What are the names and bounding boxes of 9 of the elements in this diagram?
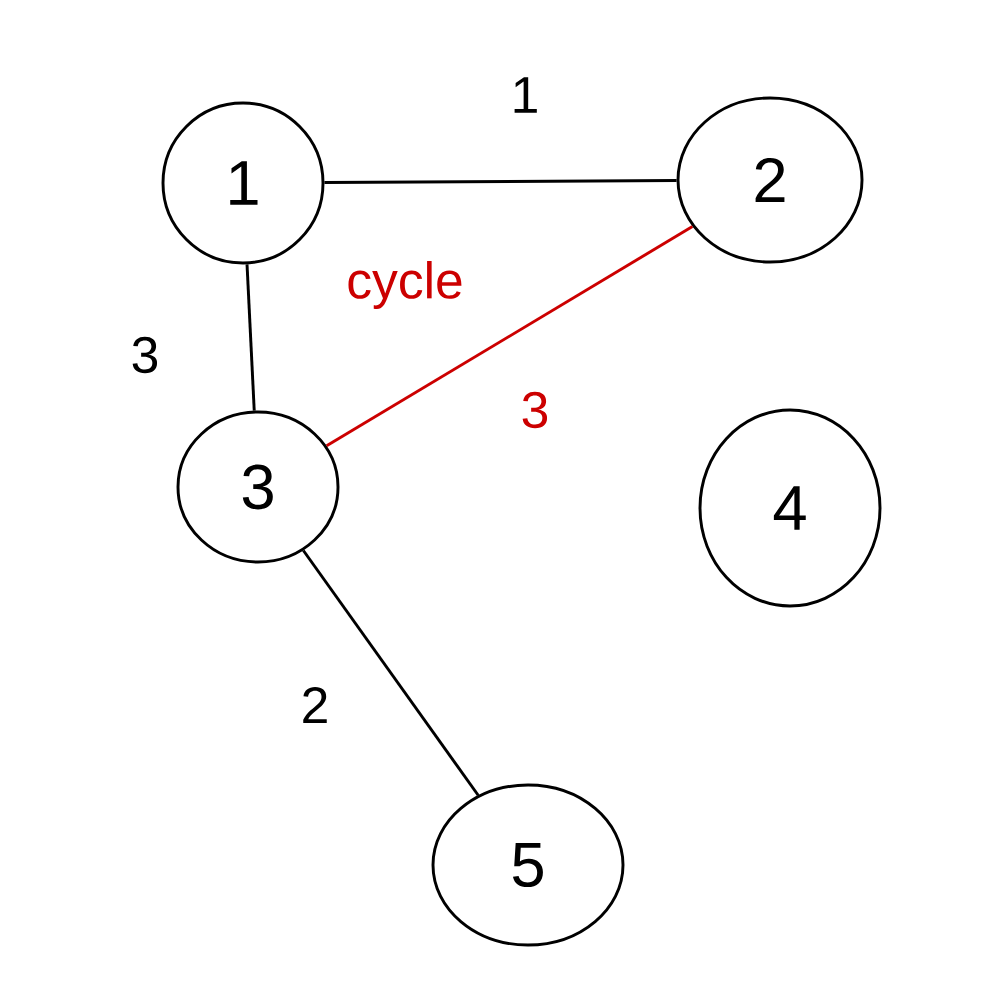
edge-line xyxy=(324,179,677,184)
edge-line xyxy=(245,264,256,411)
annotation-text: cycle xyxy=(348,261,462,310)
edge-label: 1 xyxy=(508,74,542,116)
edge-line xyxy=(302,549,480,797)
edge-label: 2 xyxy=(298,684,332,726)
edge-label: 3 xyxy=(128,334,162,376)
edge-label: 3 xyxy=(518,389,552,431)
edge-line xyxy=(325,225,694,448)
